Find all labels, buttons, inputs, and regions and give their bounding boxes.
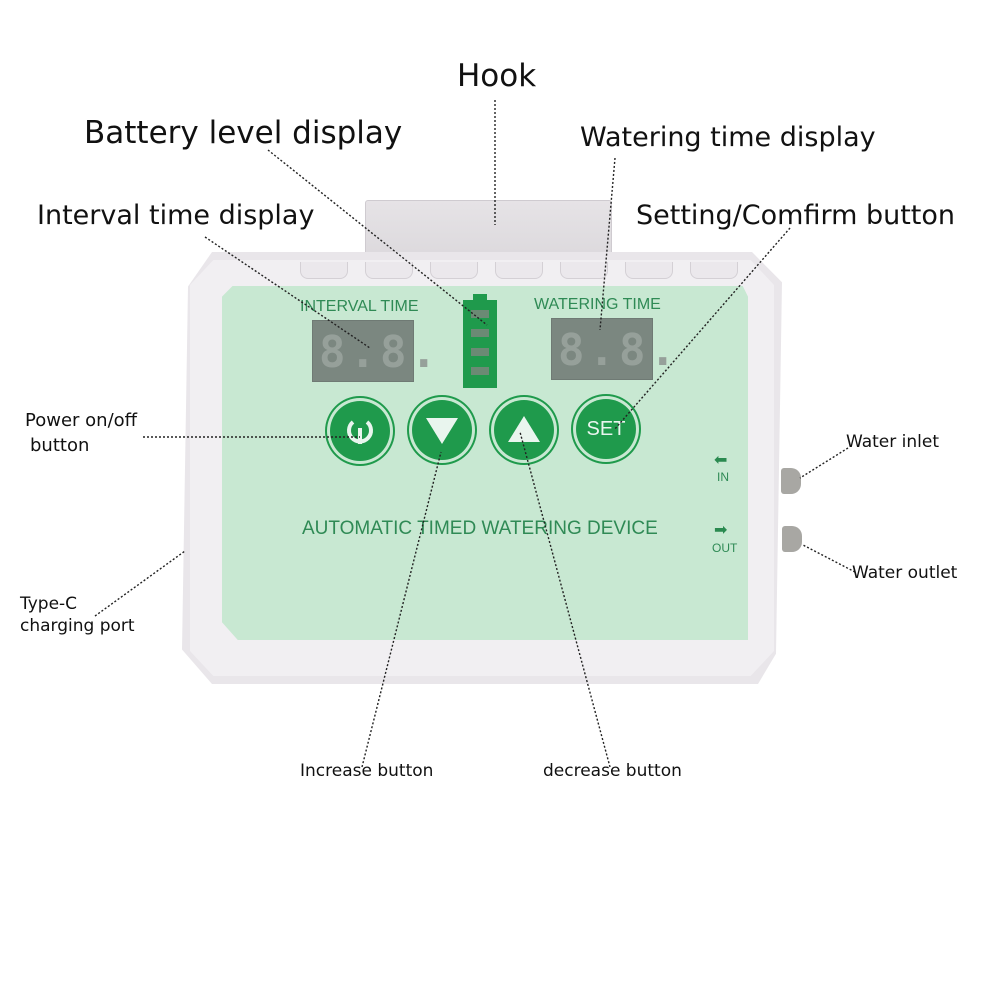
triangle-down-icon xyxy=(426,418,458,444)
water-inlet-port xyxy=(781,468,801,494)
shell-ridge xyxy=(560,262,608,279)
leader-typec xyxy=(94,550,186,617)
battery-bar xyxy=(471,348,489,356)
watering-time-label: WATERING TIME xyxy=(534,296,661,313)
triangle-up-icon xyxy=(508,416,540,442)
callout-setting: Setting/Comfirm button xyxy=(636,200,956,231)
battery-level-display xyxy=(463,294,497,388)
battery-bar xyxy=(471,329,489,337)
product-name: AUTOMATIC TIMED WATERING DEVICE xyxy=(302,518,658,539)
callout-increase: Increase button xyxy=(300,761,434,781)
interval-time-label: INTERVAL TIME xyxy=(300,298,419,315)
callout-water-outlet: Water outlet xyxy=(852,563,958,583)
callout-decrease: decrease button xyxy=(543,761,682,781)
water-outlet-port xyxy=(782,526,802,552)
shell-ridge xyxy=(690,262,738,279)
battery-bar xyxy=(471,367,489,375)
callout-typec-line2: charging port xyxy=(20,616,135,636)
shell-ridge xyxy=(365,262,413,279)
callout-watering-time: Watering time display xyxy=(580,122,876,153)
callout-typec-line1: Type-C xyxy=(20,594,78,614)
shell-ridge xyxy=(495,262,543,279)
leader-outlet xyxy=(802,544,856,573)
shell-ridge xyxy=(625,262,673,279)
set-button[interactable]: SET xyxy=(576,399,636,459)
battery-bar xyxy=(471,310,489,318)
callout-power-line2: button xyxy=(30,435,90,456)
arrow-right-icon: ➡ xyxy=(714,520,728,539)
watering-time-display: 8.8. xyxy=(551,318,676,380)
arrow-left-icon: ⬅ xyxy=(714,450,728,469)
leader-inlet xyxy=(799,447,849,479)
interval-time-display: 8.8. xyxy=(312,320,437,382)
shell-ridge xyxy=(300,262,348,279)
power-button[interactable] xyxy=(330,401,390,461)
shell-ridge xyxy=(430,262,478,279)
decrease-arrow-button[interactable] xyxy=(412,400,472,460)
increase-arrow-button[interactable] xyxy=(494,400,554,460)
callout-water-inlet: Water inlet xyxy=(846,432,940,452)
callout-battery: Battery level display xyxy=(84,115,403,151)
callout-power-line1: Power on/off xyxy=(25,410,138,431)
callout-hook: Hook xyxy=(457,58,537,94)
power-icon xyxy=(347,420,373,444)
callout-interval-time: Interval time display xyxy=(37,200,315,231)
out-label: OUT xyxy=(712,541,738,555)
in-label: IN xyxy=(717,470,729,484)
